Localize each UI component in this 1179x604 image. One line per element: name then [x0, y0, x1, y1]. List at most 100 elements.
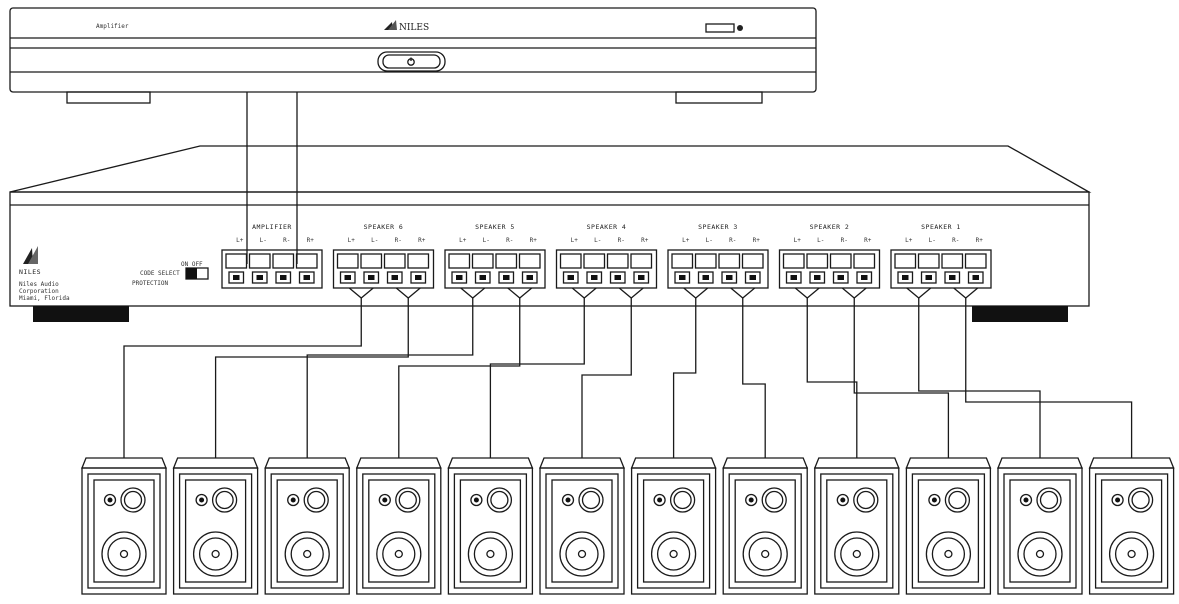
screw-head-icon	[949, 275, 956, 280]
speaker-wire-right	[581, 298, 632, 458]
terminal-polarity-label: L-	[594, 237, 601, 244]
midrange-icon	[853, 487, 879, 513]
terminal-screw[interactable]	[451, 271, 468, 284]
tweeter-dome-icon	[107, 497, 113, 503]
woofer-icon	[834, 531, 880, 577]
terminal-group-7: SPEAKER 1L+L-R-R+	[890, 223, 992, 299]
midrange-cone-icon	[398, 490, 417, 510]
terminal-screw[interactable]	[721, 271, 738, 284]
speaker-wire-left	[123, 298, 362, 458]
wire-split-connector	[794, 287, 820, 299]
terminal-screw[interactable]	[251, 271, 268, 284]
speaker-cabinet-top	[722, 457, 809, 469]
screw-head-icon	[614, 275, 621, 280]
terminal-polarity-label: L+	[794, 237, 802, 244]
midrange-cone-icon	[1131, 490, 1150, 510]
speaker-10	[905, 457, 992, 595]
wire-split-connector	[683, 287, 709, 299]
terminal-screw[interactable]	[785, 271, 802, 284]
terminal-polarity-label: L+	[459, 237, 467, 244]
woofer-cone-icon	[107, 537, 141, 571]
midrange-icon	[944, 487, 971, 513]
terminal-polarity-label: R+	[976, 237, 984, 244]
group-label: AMPLIFIER	[252, 223, 292, 231]
screw-head-icon	[391, 275, 398, 280]
speaker-cabinet	[539, 467, 625, 595]
midrange-icon	[1127, 487, 1154, 513]
terminal-screw[interactable]	[386, 271, 403, 284]
woofer-cap-icon	[394, 549, 403, 559]
terminal-screw[interactable]	[967, 271, 984, 284]
terminal-block	[444, 249, 546, 289]
speaker-6	[539, 457, 625, 595]
speaker-cabinet	[447, 467, 534, 595]
terminal-screw[interactable]	[275, 271, 292, 284]
terminal-screw[interactable]	[897, 271, 914, 284]
tweeter-icon	[1111, 493, 1124, 507]
terminal-screw[interactable]	[521, 271, 538, 284]
terminal-screw[interactable]	[363, 271, 380, 284]
speaker-baffle	[545, 473, 619, 589]
screw-head-icon	[456, 275, 463, 280]
terminal-screw[interactable]	[562, 271, 579, 284]
terminal-block	[555, 249, 658, 289]
terminal-screw[interactable]	[809, 271, 826, 284]
terminal-screw[interactable]	[609, 271, 626, 284]
speaker-cabinet	[814, 467, 900, 595]
wire-split-connector	[460, 287, 486, 299]
speaker-cabinet	[356, 467, 442, 595]
terminal-screw[interactable]	[474, 271, 491, 284]
woofer-icon	[925, 531, 972, 577]
tweeter-icon	[470, 493, 483, 507]
screw-head-icon	[972, 275, 979, 280]
tweeter-icon	[103, 493, 117, 507]
terminal-screw[interactable]	[298, 271, 315, 284]
protection-switch-knob	[186, 268, 197, 279]
woofer-cone-icon	[656, 537, 691, 571]
terminal-screw[interactable]	[674, 271, 691, 284]
speaker-cabinet-top	[539, 457, 625, 469]
terminal-screw[interactable]	[586, 271, 603, 284]
terminal-screw[interactable]	[856, 271, 873, 284]
group-label: SPEAKER 5	[475, 223, 515, 231]
speaker-cabinet	[1088, 467, 1175, 595]
terminal-screw[interactable]	[744, 271, 761, 284]
woofer-icon	[192, 531, 239, 577]
midrange-cone-icon	[490, 490, 509, 510]
woofer-cone-icon	[473, 537, 508, 571]
terminal-screw[interactable]	[410, 271, 427, 284]
tweeter-dome-icon	[382, 497, 388, 503]
speaker-baffle	[1003, 473, 1077, 589]
terminal-screw[interactable]	[944, 271, 961, 284]
terminal-screw[interactable]	[498, 271, 515, 284]
terminal-screw[interactable]	[633, 271, 650, 284]
terminal-screw[interactable]	[832, 271, 849, 284]
screw-head-icon	[280, 275, 287, 280]
midrange-cone-icon	[307, 490, 326, 510]
terminal-group-3: SPEAKER 5L+L-R-R+	[444, 223, 546, 299]
terminal-polarity-label: L-	[371, 237, 378, 244]
speaker-4	[355, 457, 442, 595]
speaker-baffle	[636, 473, 711, 589]
tweeter-icon	[561, 493, 575, 507]
terminal-slot	[336, 253, 359, 269]
terminal-screw[interactable]	[920, 271, 937, 284]
tweeter-dome-icon	[1023, 497, 1029, 503]
terminal-screw[interactable]	[697, 271, 714, 284]
terminal-polarity-label: R-	[729, 237, 736, 244]
niles-logo-icon	[384, 20, 397, 30]
selector-top-panel	[9, 145, 1092, 193]
speaker-baffle	[270, 473, 344, 589]
woofer-cone-icon	[840, 537, 874, 571]
selector-foot-left	[33, 306, 129, 322]
tweeter-icon	[287, 493, 300, 507]
speaker-3	[264, 457, 351, 595]
speaker-grille-frame	[826, 479, 888, 583]
speaker-cabinet-top	[813, 457, 900, 469]
terminal-screw[interactable]	[228, 271, 245, 284]
amplifier-foot-left	[66, 91, 151, 104]
woofer-cone-icon	[748, 537, 782, 571]
terminal-screw[interactable]	[339, 271, 356, 284]
wire-split-connector	[618, 287, 644, 299]
